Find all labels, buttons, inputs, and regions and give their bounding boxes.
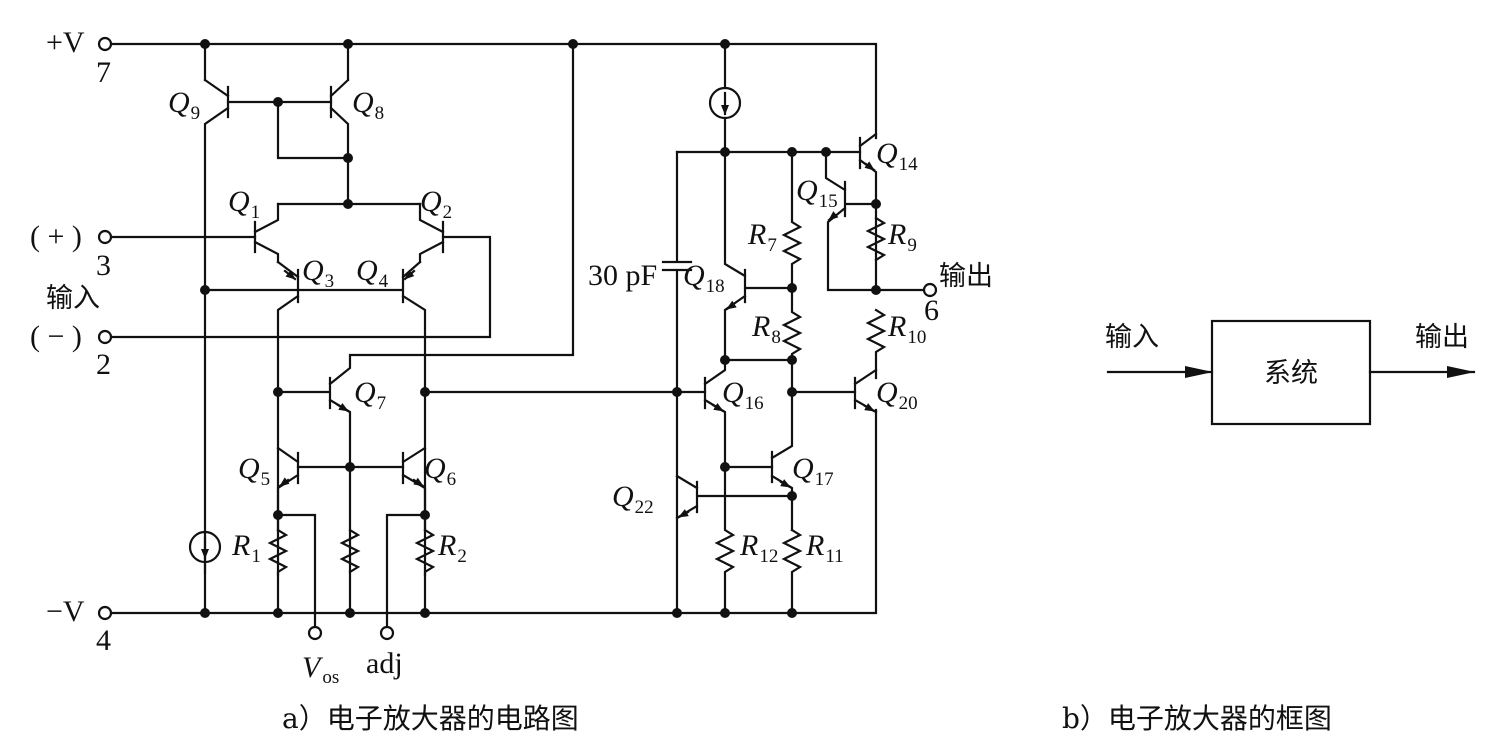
transistor-q9: [203, 42, 280, 575]
label-r1: R1: [231, 529, 261, 567]
circuit-caption: a）电子放大器的电路图: [282, 702, 579, 735]
transistor-q8: [276, 42, 350, 206]
adj-label: adj: [366, 647, 403, 680]
transistor-q14: [858, 132, 878, 292]
label-q7: Q7: [354, 376, 386, 414]
transistor-q6: [401, 446, 427, 532]
label-r2: R2: [437, 529, 467, 567]
input-label: 输入: [46, 283, 100, 314]
current-source-left: [188, 530, 222, 615]
adj-lead: [385, 513, 427, 629]
output-pin: 6: [924, 294, 939, 327]
supply-neg-pin: 4: [96, 624, 111, 657]
label-r11: R11: [805, 529, 844, 567]
transistor-q5: [276, 446, 405, 532]
resistor-r7: [781, 150, 803, 290]
capacitor-30pf: [661, 150, 693, 615]
resistor-r9: [865, 216, 887, 262]
resistor-r12: [714, 465, 736, 615]
block-output-label: 输出: [1415, 322, 1469, 353]
resistor-r2: [414, 528, 436, 615]
vos-terminal: [307, 625, 323, 641]
adj-terminal: [379, 625, 395, 641]
input-minus-pin: 2: [96, 348, 111, 381]
transistor-q15: [824, 150, 932, 292]
label-r7: R7: [747, 218, 777, 256]
vos-lead: [276, 513, 317, 629]
label-r9: R9: [887, 218, 917, 256]
positive-rail: [97, 36, 878, 140]
supply-pos-pin: 7: [96, 56, 111, 89]
label-q9: Q9: [168, 86, 200, 124]
label-q1: Q1: [228, 185, 260, 223]
output-terminal: [922, 282, 938, 298]
label-q16: Q16: [722, 376, 764, 414]
input-plus-label: ( + ): [30, 220, 82, 253]
input-plus-pin: 3: [96, 249, 111, 282]
junction-dots: [200, 39, 881, 618]
label-r12: R12: [739, 529, 778, 567]
label-q17: Q17: [792, 452, 834, 490]
label-q18: Q18: [683, 259, 725, 297]
transistor-q3: [203, 260, 300, 577]
label-q5: Q5: [238, 452, 270, 490]
block-diagram: 输入 系统 输出 b）电子放大器的框图: [1062, 319, 1476, 735]
transistor-q17: [770, 390, 857, 532]
transistor-q4: [296, 260, 427, 577]
label-q15: Q15: [796, 174, 838, 212]
negative-rail: [97, 408, 878, 621]
label-q14: Q14: [876, 137, 918, 175]
circuit-diagram: +V 7 −V 4 ( + ) 3 输入 ( − ) 2 输出 6 30 pF …: [30, 26, 993, 735]
label-q4: Q4: [356, 254, 389, 292]
transistor-q7: [276, 42, 575, 615]
resistor-r8: [781, 286, 803, 362]
resistor-r11: [781, 528, 803, 615]
label-q2: Q2: [420, 185, 452, 223]
label-q22: Q22: [612, 480, 654, 518]
label-q6: Q6: [424, 452, 456, 490]
transistor-q2: [97, 202, 492, 345]
label-r10: R10: [887, 310, 926, 348]
block-input-label: 输入: [1105, 322, 1159, 353]
label-q20: Q20: [876, 376, 918, 414]
capacitor-label: 30 pF: [588, 259, 657, 292]
label-r8: R8: [751, 310, 781, 348]
input-minus-label: ( − ): [30, 320, 82, 353]
current-source-right: [708, 42, 742, 154]
transistor-q22: [675, 474, 794, 520]
supply-neg-label: −V: [46, 595, 85, 628]
supply-pos-label: +V: [46, 26, 85, 59]
system-label: 系统: [1264, 358, 1318, 389]
transistor-q1: [97, 202, 280, 264]
resistor-r1: [267, 528, 289, 615]
label-q8: Q8: [352, 86, 384, 124]
label-q3: Q3: [302, 254, 334, 292]
output-label: 输出: [939, 261, 993, 292]
transistor-q20: [853, 368, 878, 414]
resistor-mid: [339, 528, 361, 574]
resistor-r10: [865, 308, 887, 380]
transistor-q18: [723, 150, 794, 394]
block-caption: b）电子放大器的框图: [1062, 702, 1332, 735]
